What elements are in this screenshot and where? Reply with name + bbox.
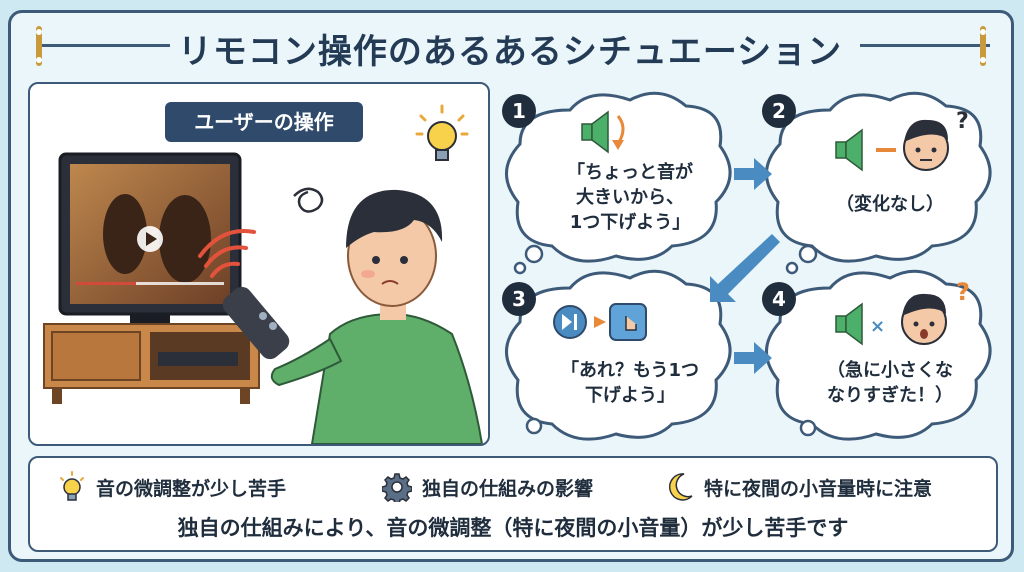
moon-icon: [668, 473, 693, 501]
feature-label-2: 独自の仕組みの影響: [422, 477, 594, 500]
step-1-text: 「ちょっと音が 大きいから、 1つ下げよう」: [530, 160, 730, 235]
steps-panel: ? × ? 1 2 3 4 「ちょっと音が 大きいから、 1つ下げよう」: [490, 82, 998, 446]
step-2-line-1: （変化なし）: [836, 194, 944, 215]
summary-footer: 音の微調整が少し苦手 独自の仕組みの影響 特に夜間の小音量時に注意 独自の仕組み…: [28, 456, 998, 552]
lightbulb-icon: [60, 471, 84, 501]
step-4-text: （急に小さくな なりすぎた！）: [790, 358, 990, 408]
hanger-left-icon: [36, 26, 42, 66]
title-divider-left: [40, 44, 170, 47]
svg-text:×: ×: [870, 316, 885, 337]
title-bar: リモコン操作のあるあるシチュエーション: [30, 18, 990, 74]
feature-item-1: 音の微調整が少し苦手: [58, 470, 286, 504]
user-watching-tv-illustration: [43, 152, 484, 444]
speaker-too-quiet-icon: × ?: [835, 278, 970, 346]
page-title: リモコン操作のあるあるシチュエーション: [177, 32, 843, 72]
step-number-1: 1: [502, 94, 536, 128]
feature-label-1: 音の微調整が少し苦手: [96, 477, 287, 500]
step-3-text: 「あれ？もう1つ 下げよう」: [530, 358, 730, 408]
svg-text:?: ?: [956, 109, 969, 134]
remote-control-icon: [222, 286, 290, 360]
arrow-down-left-icon: [710, 234, 780, 302]
feature-row: 音の微調整が少し苦手 独自の仕組みの影響 特に夜間の小音量時に注意: [30, 470, 996, 504]
arrow-right-icon: [734, 158, 772, 190]
speaker-volume-down-icon: [581, 110, 625, 154]
skip-tap-icon: [553, 303, 647, 341]
step-1-line-1: 「ちょっと音が: [567, 162, 693, 183]
thought-bubble-1: [505, 91, 732, 275]
speaker-no-change-icon: ?: [835, 109, 969, 172]
step-3-line-1: 「あれ？もう1つ: [561, 360, 699, 381]
gear-icon: [382, 473, 412, 502]
steps-illustration: ? × ?: [505, 91, 992, 441]
title-divider-right: [860, 44, 990, 47]
signal-waves-icon: [198, 229, 256, 278]
step-number-4: 4: [762, 282, 796, 316]
step-1-line-2: 大きいから、: [576, 187, 684, 208]
step-1-line-3: 1つ下げよう」: [569, 212, 691, 233]
tv-stand: [43, 323, 260, 404]
user-action-label: ユーザーの操作: [165, 102, 363, 142]
step-4-line-2: なりすぎた！）: [827, 385, 953, 406]
feature-label-3: 特に夜間の小音量時に注意: [704, 477, 933, 500]
step-4-line-1: （急に小さくな: [827, 360, 953, 381]
step-number-3: 3: [502, 282, 536, 316]
step-3-line-2: 下げよう」: [585, 385, 675, 406]
hanger-right-icon: [980, 26, 986, 66]
svg-text:?: ?: [956, 278, 970, 306]
user-action-panel: [28, 82, 490, 446]
step-number-2: 2: [762, 94, 796, 128]
step-2-text: （変化なし）: [790, 192, 990, 217]
thought-bubble-3: [505, 269, 732, 441]
feature-item-3: 特に夜間の小音量時に注意: [666, 470, 932, 504]
feature-item-2: 独自の仕組みの影響: [382, 470, 593, 504]
tv-icon: [58, 152, 242, 324]
flow-arrows: [710, 158, 780, 374]
arrow-right-icon-2: [734, 342, 772, 374]
person-figure: [270, 189, 484, 444]
lightbulb-icon: [415, 104, 469, 161]
summary-text: 独自の仕組みにより、音の微調整（特に夜間の小音量）が少し苦手です: [177, 516, 849, 540]
confusion-swirl-icon: [293, 187, 324, 213]
